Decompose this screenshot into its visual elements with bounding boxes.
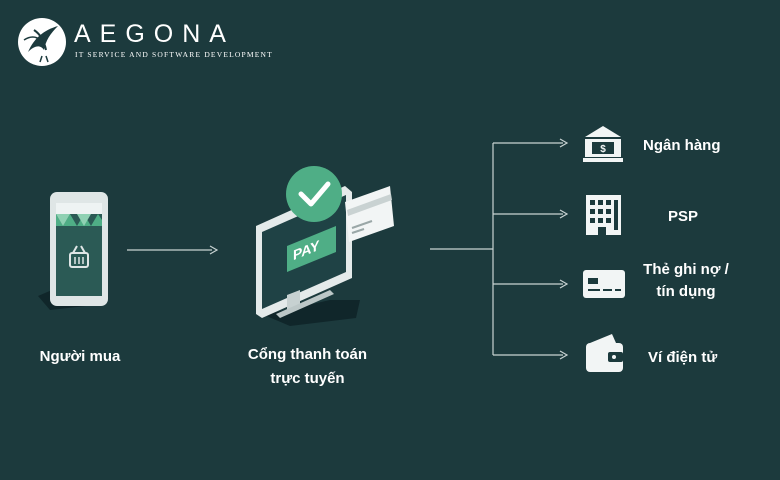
destination-card-label-line1: Thẻ ghi nợ / (643, 261, 729, 278)
destination-card-label: Thẻ ghi nợ / tín dụng (636, 259, 736, 303)
destination-card-label-line2: tín dụng (656, 283, 716, 300)
buyer-label: Người mua (39, 348, 121, 365)
destination-bank-label: Ngân hàng (643, 137, 721, 154)
svg-text:$: $ (600, 144, 606, 155)
bank-icon: $ (583, 126, 623, 162)
aegona-logo-icon (18, 18, 66, 66)
building-icon (586, 195, 621, 235)
flow-arrow (127, 245, 219, 255)
smartphone-shop-icon (38, 192, 108, 310)
brand-name: AEGONA (74, 20, 235, 48)
gateway-label: Cổng thanh toán trực tuyến (225, 343, 390, 391)
destination-psp-label: PSP (668, 208, 699, 225)
wallet-icon (586, 334, 623, 372)
destination-wallet-label: Ví điện tử (648, 349, 718, 366)
payment-gateway-monitor-icon (256, 166, 394, 326)
brand-tagline: IT SERVICE AND SOFTWARE DEVELOPMENT (75, 50, 273, 59)
branch-connector (430, 138, 569, 360)
gateway-label-line2: trực tuyến (270, 370, 345, 387)
credit-card-icon (583, 270, 625, 298)
gateway-label-line1: Cổng thanh toán (247, 346, 368, 363)
